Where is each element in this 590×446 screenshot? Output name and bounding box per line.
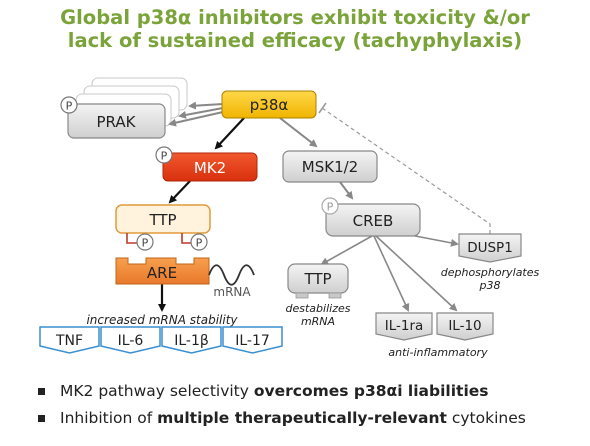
creb-box — [325, 203, 421, 237]
ttp-right-tab-1 — [295, 292, 309, 299]
prak-label: PRAK — [97, 113, 137, 131]
il10-label: IL-10 — [448, 318, 481, 334]
arrow-creb-il1ra — [373, 235, 410, 312]
bullet-item-2: Inhibition of multiple therapeutically-r… — [36, 405, 586, 432]
cytokine-il17-shape — [222, 326, 283, 354]
ttp-left-label: TTP — [148, 211, 176, 229]
p38a-label: p38α — [250, 96, 289, 114]
mk2-box — [162, 152, 258, 182]
msk-box — [282, 150, 378, 183]
dusp1-label: DUSP1 — [467, 240, 513, 256]
prak-box — [67, 103, 166, 139]
prak-phospho-circle — [60, 96, 78, 114]
slide-title: Global p38α inhibitors exhibit toxicity … — [0, 6, 590, 52]
mk2-phospho-label: P — [161, 150, 168, 163]
il1ra-label: IL-1ra — [385, 318, 424, 334]
arrow-creb-il10 — [375, 235, 458, 312]
bullet-1-normal: MK2 pathway selectivity — [60, 382, 254, 400]
ttp-phospho-label-2: P — [196, 237, 203, 250]
arrow-p38-msk — [279, 117, 318, 148]
cytokine-il1b-shape — [161, 326, 222, 354]
arrow-msk-creb — [339, 181, 354, 200]
dusp1-inhibition-line — [321, 107, 491, 234]
title-line-2: lack of sustained efficacy (tachyphylaxi… — [67, 29, 523, 52]
prak-phospho-label: P — [66, 100, 73, 113]
mk2-phospho-circle — [155, 146, 173, 164]
creb-phospho-circle — [321, 197, 339, 215]
il1ra-box — [375, 312, 433, 341]
p38a-box — [221, 90, 317, 119]
ttp-phospho-label-1: P — [142, 237, 149, 250]
arrow-creb-ttp — [320, 235, 373, 265]
increased-stability-label: increased mRNA stability — [86, 313, 238, 327]
ttp-right-label: TTP — [303, 270, 331, 288]
inhibition-tbar — [318, 102, 327, 114]
cytokine-il6-shape — [100, 326, 161, 354]
ttp-right-tab-2 — [328, 292, 342, 299]
arrow-p38-prak-2 — [178, 107, 224, 119]
cytokine-il17: IL-17 — [235, 333, 270, 349]
creb-label: CREB — [353, 212, 394, 230]
ttp-phospho-circle-2 — [190, 233, 208, 251]
ttp-left-box — [115, 204, 211, 234]
arrow-p38-mk2 — [214, 117, 245, 150]
bullet-1-bold: overcomes p38αi liabilities — [253, 382, 489, 400]
cytokine-il1b: IL-1β — [174, 333, 209, 349]
are-label: ARE — [147, 264, 177, 282]
arrow-p38-prak-1 — [188, 101, 224, 110]
dephos-label-1: dephosphorylates — [441, 266, 540, 279]
ttp-right-box — [287, 263, 349, 294]
cytokine-tnf-shape — [39, 326, 100, 354]
mk2-label: MK2 — [194, 159, 226, 177]
cytokine-tnf: TNF — [55, 333, 83, 349]
anti-inflammatory-label: anti-inflammatory — [388, 346, 488, 359]
are-box — [115, 257, 210, 285]
dephos-label-2: p38 — [479, 279, 501, 292]
dusp1-box — [458, 233, 522, 263]
bullet-item-1: MK2 pathway selectivity overcomes p38αi … — [36, 378, 586, 405]
bullet-2-bold: multiple therapeutically-relevant — [157, 409, 447, 427]
mrna-wave-icon — [208, 264, 255, 286]
cytokine-il6: IL-6 — [118, 333, 144, 349]
msk-label: MSK1/2 — [302, 158, 358, 176]
bullet-2-normal: Inhibition of — [60, 409, 158, 427]
arrow-mk2-ttp — [168, 180, 191, 204]
mrna-label: mRNA — [213, 285, 251, 299]
title-line-1: Global p38α inhibitors exhibit toxicity … — [60, 6, 530, 29]
destabilizes-label-2: mRNA — [301, 315, 335, 328]
creb-phospho-label: P — [327, 201, 334, 214]
destabilizes-label-1: destabilizes — [286, 302, 351, 315]
arrow-p38-prak-3 — [168, 111, 224, 127]
ttp-phospho-circle-1 — [136, 233, 154, 251]
bullet-2-after: cytokines — [446, 409, 526, 427]
connectors — [158, 101, 491, 312]
bullet-square-icon — [38, 388, 45, 395]
il10-box — [436, 312, 494, 341]
bullet-square-icon — [38, 415, 45, 422]
prak-stack — [67, 77, 188, 139]
bullet-list: MK2 pathway selectivity overcomes p38αi … — [36, 378, 586, 432]
cytokine-row: TNF IL-6 IL-1β IL-17 — [39, 326, 283, 354]
